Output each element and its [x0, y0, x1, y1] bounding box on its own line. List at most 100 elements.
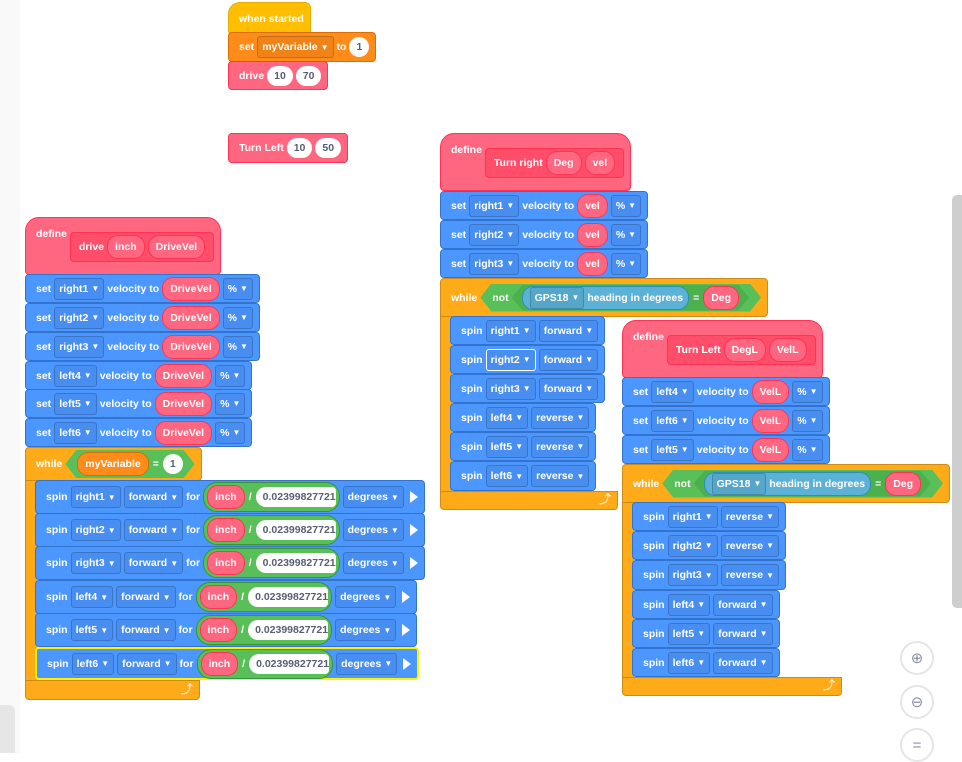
argument-reporter[interactable]: inch — [200, 651, 239, 676]
argument-reporter[interactable]: Deg — [545, 151, 582, 175]
dropdown-field[interactable]: left5▼ — [667, 622, 711, 645]
dropdown-field[interactable]: myVariable▼ — [257, 36, 334, 58]
dropdown-field[interactable]: left6▼ — [667, 651, 711, 674]
argument-reporter[interactable]: Deg — [703, 286, 739, 310]
dropdown-field[interactable]: GPS18▼ — [530, 287, 585, 309]
play-icon[interactable] — [402, 624, 411, 636]
argument-reporter[interactable]: inch — [199, 585, 238, 609]
dropdown-field[interactable]: right3▼ — [485, 377, 536, 400]
argument-reporter[interactable]: vel — [584, 151, 616, 175]
dropdown-field[interactable]: %▼ — [610, 194, 642, 217]
dropdown-field[interactable]: left6▼ — [651, 409, 694, 432]
argument-reporter[interactable]: inch — [199, 618, 238, 642]
dropdown-field[interactable]: %▼ — [215, 392, 246, 415]
dropdown-field[interactable]: left4▼ — [70, 586, 114, 608]
number-input[interactable]: 0.02399827721 — [249, 653, 330, 674]
boolean-compare[interactable]: GPS18▼heading in degrees=Deg — [694, 471, 931, 497]
dropdown-field[interactable]: left4▼ — [54, 364, 97, 387]
dropdown-field[interactable]: forward▼ — [123, 519, 184, 541]
boolean-operator[interactable]: inch/0.02399827721 — [195, 582, 333, 612]
palette-scrollbar[interactable] — [0, 705, 15, 753]
dropdown-field[interactable]: degrees▼ — [342, 519, 404, 541]
number-input[interactable]: 10 — [286, 138, 313, 158]
argument-reporter[interactable]: DriveVel — [154, 391, 213, 416]
dropdown-field[interactable]: right2▼ — [469, 223, 520, 246]
boolean-operator[interactable]: inch/0.02399827721 — [203, 515, 340, 545]
dropdown-field[interactable]: forward▼ — [713, 622, 773, 645]
dropdown-field[interactable]: right2▼ — [485, 348, 536, 371]
argument-reporter[interactable]: Deg — [885, 472, 921, 496]
dropdown-field[interactable]: left6▼ — [71, 652, 115, 675]
dropdown-field[interactable]: reverse▼ — [531, 406, 590, 429]
boolean-operator[interactable]: inch/0.02399827721 — [203, 482, 340, 512]
dropdown-field[interactable]: right3▼ — [70, 552, 121, 574]
number-input[interactable]: 70 — [295, 65, 322, 86]
dropdown-field[interactable]: left5▼ — [651, 438, 694, 461]
number-input[interactable]: 1 — [349, 37, 370, 57]
dropdown-field[interactable]: %▼ — [222, 335, 253, 358]
number-input[interactable]: 0.02399827721 — [248, 587, 329, 607]
argument-reporter[interactable]: VelL — [751, 408, 790, 433]
argument-reporter[interactable]: DriveVel — [154, 363, 213, 388]
dropdown-field[interactable]: right2▼ — [70, 519, 121, 541]
dropdown-field[interactable]: forward▼ — [123, 486, 184, 508]
dropdown-field[interactable]: right2▼ — [54, 306, 105, 329]
variable-reporter[interactable]: myVariable — [77, 452, 148, 476]
zoom-out-button[interactable]: ⊖ — [900, 685, 934, 719]
play-icon[interactable] — [403, 657, 412, 670]
zoom-in-button[interactable]: ⊕ — [900, 641, 934, 675]
dropdown-field[interactable]: %▼ — [792, 409, 823, 432]
dropdown-field[interactable]: left5▼ — [54, 392, 97, 415]
argument-reporter[interactable]: vel — [577, 222, 608, 247]
dropdown-field[interactable]: degrees▼ — [335, 619, 397, 641]
dropdown-field[interactable]: %▼ — [792, 438, 823, 461]
argument-reporter[interactable]: inch — [107, 235, 145, 259]
dropdown-field[interactable]: right1▼ — [485, 319, 536, 342]
zoom-reset-button[interactable]: = — [900, 728, 934, 762]
gps-heading-reporter[interactable]: GPS18▼heading in degrees — [704, 472, 871, 496]
dropdown-field[interactable]: left4▼ — [485, 406, 529, 429]
dropdown-field[interactable]: %▼ — [215, 421, 246, 444]
dropdown-field[interactable]: forward▼ — [713, 593, 773, 616]
play-icon[interactable] — [402, 591, 411, 603]
dropdown-field[interactable]: forward▼ — [123, 552, 184, 574]
dropdown-field[interactable]: reverse▼ — [531, 435, 590, 458]
argument-reporter[interactable]: inch — [207, 485, 245, 509]
dropdown-field[interactable]: reverse▼ — [720, 564, 779, 586]
dropdown-field[interactable]: right1▼ — [70, 486, 121, 508]
dropdown-field[interactable]: right3▼ — [54, 335, 105, 358]
dropdown-field[interactable]: %▼ — [792, 380, 823, 403]
boolean-compare[interactable]: GPS18▼heading in degrees=Deg — [512, 285, 749, 311]
dropdown-field[interactable]: right2▼ — [667, 534, 718, 557]
dropdown-field[interactable]: forward▼ — [538, 348, 599, 371]
dropdown-field[interactable]: %▼ — [215, 364, 246, 387]
argument-reporter[interactable]: DriveVel — [162, 305, 220, 330]
dropdown-field[interactable]: forward▼ — [116, 586, 176, 608]
gps-heading-reporter[interactable]: GPS18▼heading in degrees — [522, 286, 689, 310]
dropdown-field[interactable]: forward▼ — [116, 619, 176, 641]
dropdown-field[interactable]: right1▼ — [667, 505, 718, 528]
